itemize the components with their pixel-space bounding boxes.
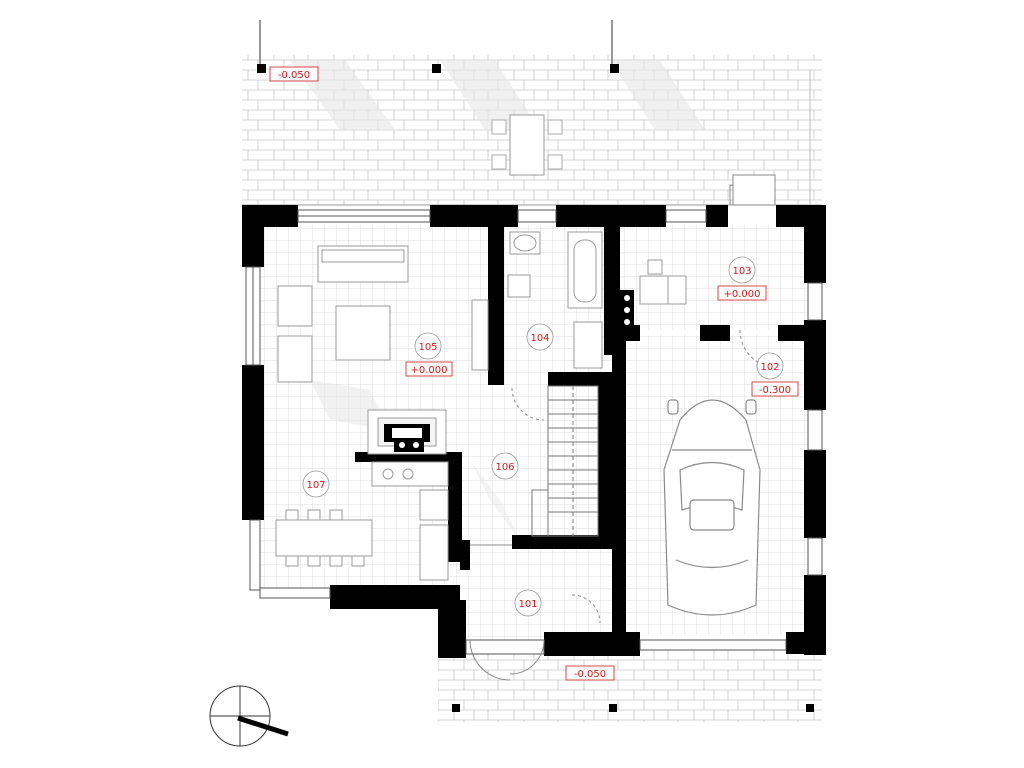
level-tags: -0.050 +0.000 +0.000 -0.300 -0.050 <box>269 66 799 681</box>
svg-text:101: 101 <box>518 599 537 610</box>
svg-text:107: 107 <box>306 480 325 491</box>
bathroom-fixtures <box>507 231 603 369</box>
door-swings <box>469 174 779 681</box>
car-icon <box>663 399 761 616</box>
svg-text:102: 102 <box>760 362 779 373</box>
room-104-label: 104 <box>526 323 554 351</box>
staircase <box>531 385 599 537</box>
room-105-label: 105 <box>414 332 442 360</box>
level-tag-103: +0.000 <box>717 285 767 301</box>
boiler-icon <box>620 290 634 332</box>
fireplace-icon <box>384 424 430 442</box>
svg-text:-0.300: -0.300 <box>759 385 791 396</box>
level-tag-garage: -0.300 <box>751 381 799 397</box>
svg-text:+0.000: +0.000 <box>410 365 447 376</box>
svg-text:-0.050: -0.050 <box>574 669 606 680</box>
svg-text:+0.000: +0.000 <box>723 289 760 300</box>
level-tag-entrance: -0.050 <box>565 665 615 681</box>
svg-text:104: 104 <box>530 333 549 344</box>
room-103-label: 103 <box>728 256 756 284</box>
svg-text:-0.050: -0.050 <box>278 70 310 81</box>
level-tag-terrace: -0.050 <box>269 66 319 82</box>
room-107-label: 107 <box>302 470 330 498</box>
svg-text:105: 105 <box>418 342 437 353</box>
room-labels: 101 102 103 104 105 106 107 <box>302 256 784 617</box>
stove-icon <box>394 438 424 452</box>
room-102-label: 102 <box>756 352 784 380</box>
entrance-paving <box>438 650 822 722</box>
room-106-label: 106 <box>491 452 519 480</box>
level-tag-105: +0.000 <box>405 361 453 377</box>
room-101-label: 101 <box>514 589 542 617</box>
svg-text:103: 103 <box>732 266 751 277</box>
windows <box>245 209 823 655</box>
terrace-posts <box>257 20 619 73</box>
north-arrow-icon <box>209 685 289 747</box>
kitchen-furniture <box>275 461 449 581</box>
terrace-table <box>491 114 563 176</box>
walls <box>242 205 826 658</box>
utility-fixtures <box>639 259 687 305</box>
svg-text:106: 106 <box>495 462 514 473</box>
terrace-paving <box>242 55 822 206</box>
